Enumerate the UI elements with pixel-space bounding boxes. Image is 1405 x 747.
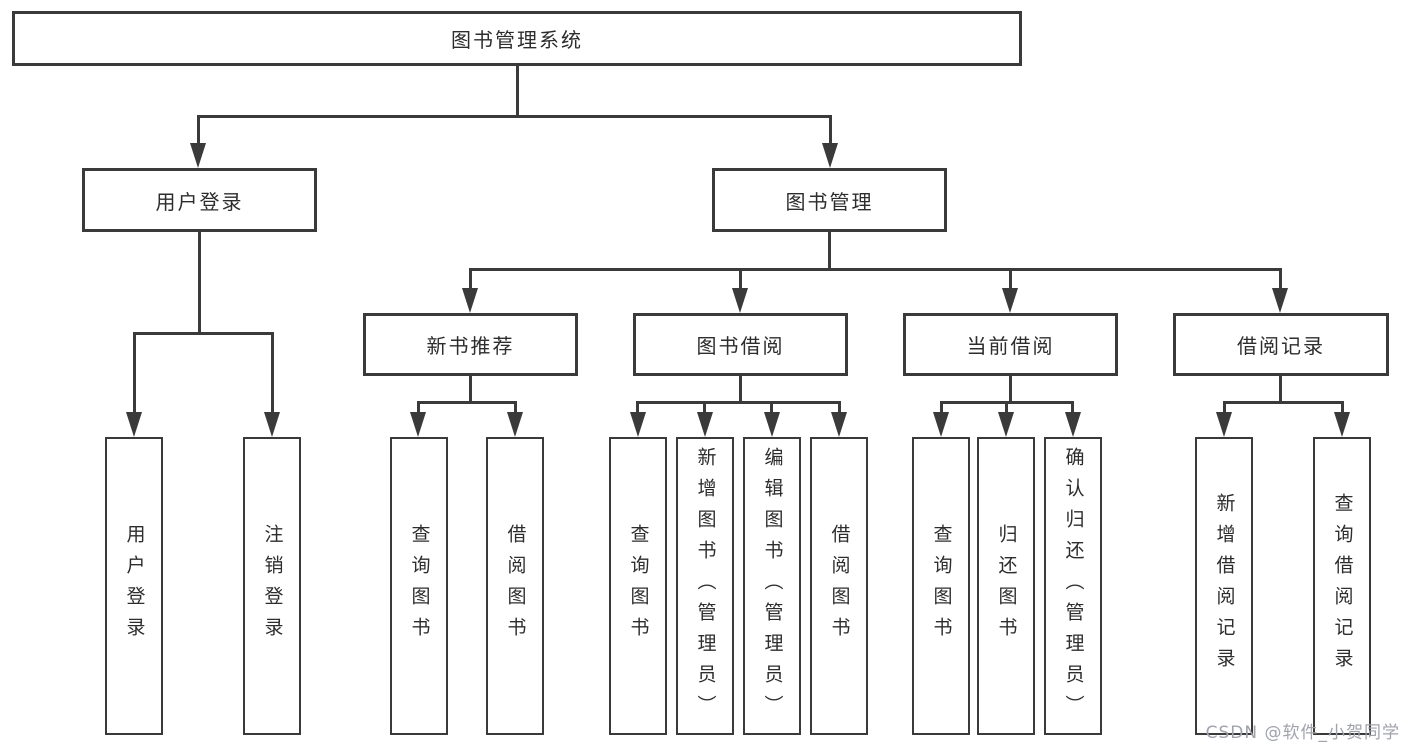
arrowhead-icon: [1065, 412, 1081, 437]
leaf-add-borrow-record: 新增借阅记录: [1195, 437, 1253, 735]
arrowhead-icon: [1002, 288, 1018, 313]
leaf-confirm-return-admin-label: 确认归还（管理员）: [1062, 446, 1085, 726]
leaf-add-borrow-record-label: 新增借阅记录: [1213, 493, 1236, 679]
leaf-query-borrow-record: 查询借阅记录: [1313, 437, 1371, 735]
connector-line: [514, 401, 517, 416]
leaf-user-login: 用户登录: [105, 437, 163, 735]
connector-line: [703, 401, 706, 416]
leaf-query-books-recommend: 查询图书: [390, 437, 448, 735]
node-current-borrowing: 当前借阅: [903, 313, 1118, 376]
arrowhead-icon: [933, 412, 949, 437]
node-book-borrowing-label: 图书借阅: [696, 334, 785, 358]
node-current-borrowing-label: 当前借阅: [966, 334, 1055, 358]
leaf-borrow-books-recommend-label: 借阅图书: [504, 524, 527, 648]
connector-line: [1279, 376, 1282, 403]
leaf-borrow-books: 借阅图书: [810, 437, 868, 735]
connector-line: [271, 332, 274, 416]
connector-line: [1341, 401, 1344, 416]
node-new-book-recommend: 新书推荐: [363, 313, 578, 376]
connector-line: [1071, 401, 1074, 416]
node-borrow-records-label: 借阅记录: [1237, 334, 1325, 358]
leaf-add-book-admin-label: 新增图书（管理员）: [694, 446, 717, 726]
leaf-logout: 注销登录: [243, 437, 301, 735]
arrowhead-icon: [507, 412, 523, 437]
leaf-borrow-books-recommend: 借阅图书: [486, 437, 544, 735]
node-user-login: 用户登录: [82, 168, 317, 232]
node-book-management: 图书管理: [712, 168, 947, 232]
node-root-label: 图书管理系统: [451, 28, 583, 52]
leaf-query-books-recommend-label: 查询图书: [408, 524, 431, 648]
arrowhead-icon: [126, 412, 142, 437]
node-user-login-label: 用户登录: [155, 189, 244, 214]
arrowhead-icon: [410, 412, 426, 437]
connector-line: [838, 401, 841, 416]
node-new-book-recommend-label: 新书推荐: [426, 334, 515, 358]
arrowhead-icon: [822, 143, 838, 168]
node-borrow-records: 借阅记录: [1173, 313, 1389, 376]
leaf-query-books-borrowing: 查询图书: [609, 437, 667, 735]
leaf-user-login-label: 用户登录: [123, 524, 146, 648]
connector-line: [197, 115, 200, 148]
connector-line: [636, 401, 841, 404]
connector-line: [133, 332, 274, 335]
connector-line: [636, 401, 639, 416]
connector-line: [197, 115, 832, 118]
leaf-query-borrow-record-label: 查询借阅记录: [1331, 493, 1354, 679]
arrowhead-icon: [630, 412, 646, 437]
arrowhead-icon: [697, 412, 713, 437]
arrowhead-icon: [831, 412, 847, 437]
leaf-return-books: 归还图书: [977, 437, 1035, 735]
arrowhead-icon: [1216, 412, 1232, 437]
connector-line: [940, 401, 943, 416]
connector-line: [469, 376, 472, 403]
node-root: 图书管理系统: [12, 11, 1022, 66]
connector-line: [1279, 268, 1282, 293]
arrowhead-icon: [998, 412, 1014, 437]
connector-line: [829, 115, 832, 148]
watermark-text: CSDN @软件_小贺同学: [1205, 723, 1400, 743]
leaf-query-books-borrowing-label: 查询图书: [627, 524, 650, 648]
connector-line: [198, 232, 201, 335]
connector-line: [1005, 401, 1008, 416]
arrowhead-icon: [190, 143, 206, 168]
arrowhead-icon: [732, 288, 748, 313]
connector-line: [1009, 268, 1012, 293]
node-book-management-label: 图书管理: [785, 189, 874, 214]
connector-line: [1009, 376, 1012, 403]
connector-line: [133, 332, 136, 416]
leaf-edit-book-admin-label: 编辑图书（管理员）: [761, 446, 784, 726]
connector-line: [516, 65, 519, 117]
leaf-query-books-current-label: 查询图书: [930, 524, 953, 648]
leaf-logout-label: 注销登录: [261, 524, 284, 648]
leaf-borrow-books-label: 借阅图书: [828, 524, 851, 648]
leaf-edit-book-admin: 编辑图书（管理员）: [743, 437, 801, 735]
node-book-borrowing: 图书借阅: [633, 313, 848, 376]
arrowhead-icon: [1334, 412, 1350, 437]
leaf-confirm-return-admin: 确认归还（管理员）: [1044, 437, 1102, 735]
arrowhead-icon: [764, 412, 780, 437]
arrowhead-icon: [1272, 288, 1288, 313]
connector-line: [770, 401, 773, 416]
connector-line: [739, 268, 742, 293]
connector-line: [1223, 401, 1226, 416]
connector-line: [417, 401, 517, 404]
arrowhead-icon: [264, 412, 280, 437]
leaf-add-book-admin: 新增图书（管理员）: [676, 437, 734, 735]
connector-line: [469, 268, 472, 293]
connector-line: [739, 376, 742, 403]
arrowhead-icon: [462, 288, 478, 313]
leaf-query-books-current: 查询图书: [912, 437, 970, 735]
connector-line: [1223, 401, 1343, 404]
leaf-return-books-label: 归还图书: [995, 524, 1018, 648]
connector-line: [417, 401, 420, 416]
connector-line: [828, 232, 831, 271]
connector-line: [469, 268, 1282, 271]
